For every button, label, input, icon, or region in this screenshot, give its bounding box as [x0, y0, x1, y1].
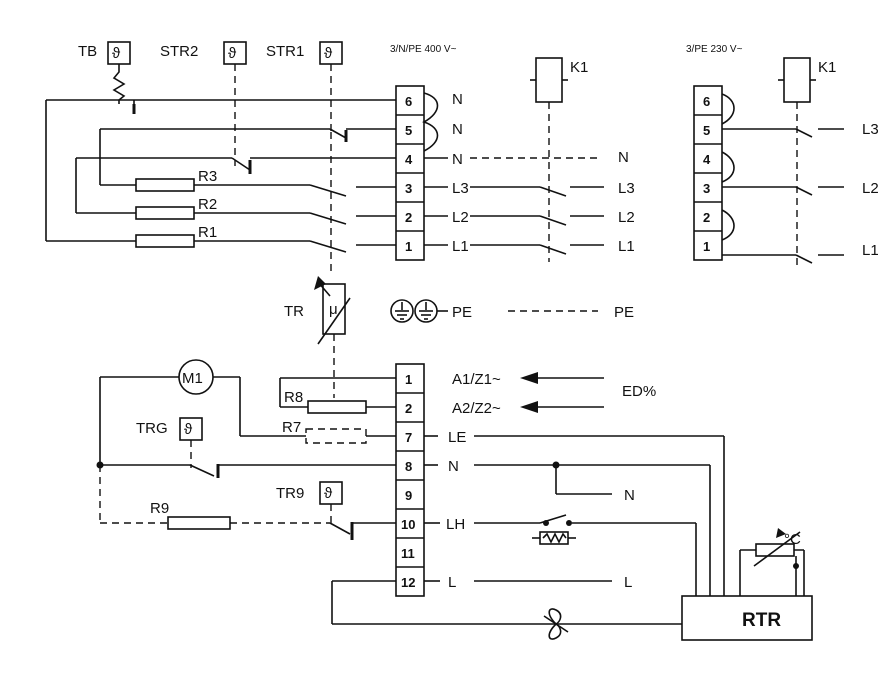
main-terminal-4: 4: [405, 152, 413, 167]
ctrl-l-label: L: [448, 574, 456, 591]
main-output-lines: [470, 157, 604, 255]
temperature-sensor: [739, 528, 805, 596]
right-terminal-6: 6: [703, 94, 710, 109]
right-terminal-4: 4: [703, 152, 711, 167]
right-terminal-1: 1: [703, 239, 710, 254]
k1-coil-main: [535, 57, 563, 103]
main-n-5: N: [452, 121, 463, 138]
heater-element-icon: [532, 531, 576, 545]
str1-theta: ϑ: [324, 45, 333, 62]
right-out-l2: L2: [862, 180, 879, 197]
k1-label-main: K1: [570, 59, 588, 76]
tr-arrow: [314, 276, 326, 290]
main-terminal-5: 5: [405, 123, 412, 138]
rtr-controller: [681, 595, 813, 641]
ctrl-terminal-1: 1: [405, 372, 412, 387]
str2-label: STR2: [160, 43, 198, 60]
k1-coil-right: [783, 57, 811, 103]
deg-c-label: °C: [784, 531, 801, 548]
ctrl-terminal-8: 8: [405, 459, 412, 474]
main-terminal-2: 2: [405, 210, 412, 225]
control-terminal-block: [395, 363, 425, 597]
a2z2-arrow: [520, 401, 538, 413]
fan-wiring: [331, 580, 682, 625]
right-terminal-2: 2: [703, 210, 710, 225]
ctrl-lh-label: LH: [446, 516, 465, 533]
ctrl-terminal-9: 9: [405, 488, 412, 503]
tb-link: [112, 64, 126, 104]
tr-mu: μ: [329, 301, 338, 318]
r8-resistor: [307, 400, 367, 414]
motor-wiring: [96, 376, 396, 540]
tr-label: TR: [284, 303, 304, 320]
main-terminal-1: 1: [405, 239, 412, 254]
ctrl-terminal-10: 10: [401, 517, 415, 532]
ctrl-terminal-7: 7: [405, 430, 412, 445]
right-bridges: [721, 93, 735, 241]
main-out-l1: L1: [618, 238, 635, 255]
r9-resistor: [167, 516, 231, 530]
trg-label: TRG: [136, 420, 168, 437]
a2z2-label: A2/Z2~: [452, 400, 501, 417]
r8-label: R8: [284, 389, 303, 406]
supply-400-label: 3/N/PE 400 V~: [390, 44, 457, 55]
str1-label: STR1: [266, 43, 304, 60]
ctrl-terminal-12: 12: [401, 575, 415, 590]
main-l2: L2: [452, 209, 469, 226]
right-out-l3: L3: [862, 121, 879, 138]
right-terminal-block: [693, 85, 723, 261]
main-n-6: N: [452, 91, 463, 108]
right-out-l1: L1: [862, 242, 879, 259]
main-l1: L1: [452, 238, 469, 255]
ctrl-le-label: LE: [448, 429, 466, 446]
main-n-4: N: [452, 151, 463, 168]
r7-label: R7: [282, 419, 301, 436]
main-bridge-654: [422, 92, 439, 152]
main-terminal-6: 6: [405, 94, 412, 109]
supply-230-label: 3/PE 230 V~: [686, 44, 743, 55]
k1-label-right: K1: [818, 59, 836, 76]
r3-label: R3: [198, 168, 217, 185]
rtr-label: RTR: [742, 610, 781, 631]
main-terminal-block: [395, 85, 425, 261]
main-l3: L3: [452, 180, 469, 197]
right-output-lines: [722, 128, 844, 264]
right-terminal-3: 3: [703, 181, 710, 196]
pe-label-right: PE: [614, 304, 634, 321]
ctrl-terminal-2: 2: [405, 401, 412, 416]
ctrl-n-label: N: [448, 458, 459, 475]
earth-icon: [390, 299, 448, 323]
main-out-n: N: [618, 149, 629, 166]
trg-theta: ϑ: [184, 421, 193, 438]
main-terminal-3: 3: [405, 181, 412, 196]
tr9-theta: ϑ: [324, 485, 333, 502]
main-out-l2: L2: [618, 209, 635, 226]
ctrl-terminal-11: 11: [401, 546, 415, 561]
a1z1-arrow: [520, 372, 538, 384]
str2-theta: ϑ: [228, 45, 237, 62]
control-wiring: [424, 435, 725, 596]
heater-wiring: [45, 99, 396, 272]
r7-resistor: [305, 428, 367, 444]
fan-icon: [543, 608, 569, 640]
tr9-label: TR9: [276, 485, 304, 502]
a1z1-label: A1/Z1~: [452, 371, 501, 388]
tb-label: TB: [78, 43, 97, 60]
pe-label-left: PE: [452, 304, 472, 321]
ctrl-n-out-label: N: [624, 487, 635, 504]
right-terminal-5: 5: [703, 123, 710, 138]
main-out-l3: L3: [618, 180, 635, 197]
r1-label: R1: [198, 224, 217, 241]
r2-label: R2: [198, 196, 217, 213]
m1-label: M1: [182, 370, 203, 387]
tb-theta: ϑ: [112, 45, 121, 62]
ctrl-l-out-label: L: [624, 574, 632, 591]
r9-label: R9: [150, 500, 169, 517]
ed-percent-label: ED%: [622, 383, 656, 400]
